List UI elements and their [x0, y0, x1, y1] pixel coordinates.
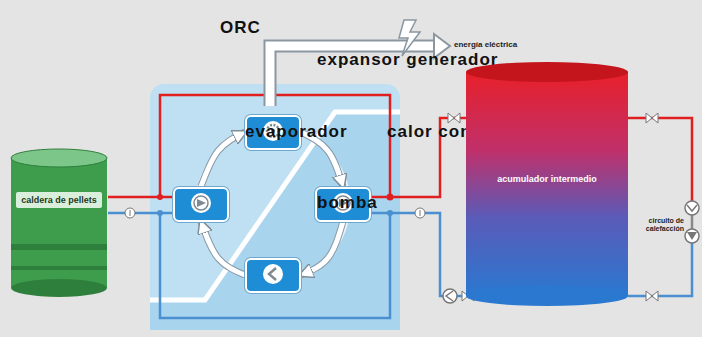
temperature-sensor — [415, 208, 425, 218]
module-title: ORC — [220, 18, 261, 38]
valve-symbol — [646, 113, 658, 123]
component-label: expansor generador — [317, 51, 498, 70]
hot-bypass-pipe — [160, 95, 390, 197]
arrow-outline — [201, 222, 245, 276]
output-label: energía eléctrica — [454, 40, 564, 49]
component-label: acumulador intermedio — [480, 174, 614, 185]
cycle-arrow — [301, 222, 343, 276]
heating-return-pipe — [628, 243, 692, 296]
cold-bypass-pipe — [160, 213, 390, 318]
panel-stripe — [150, 112, 400, 300]
heating-pipe — [691, 215, 694, 229]
arrow-outline — [201, 132, 245, 187]
valve-symbol — [448, 113, 460, 123]
boiler-cylinder: caldera de pellets — [10, 148, 108, 298]
heating-supply-pipe — [628, 118, 692, 201]
arrow-outline — [301, 222, 343, 276]
buffer-tank: acumulador intermedio — [466, 62, 628, 306]
pipe — [371, 213, 466, 296]
component-icon — [262, 263, 284, 285]
pipe — [108, 196, 173, 199]
component-label: bomba — [317, 194, 378, 213]
circuit-label: circuito de calefacción — [636, 217, 684, 233]
cycle-arrow — [201, 222, 245, 276]
orc-panel — [150, 84, 400, 330]
valve-symbol — [646, 291, 658, 301]
junction-dot — [157, 210, 163, 216]
pipe — [108, 212, 173, 215]
junction-dot — [387, 194, 394, 201]
valve-symbol — [685, 229, 699, 243]
evaporator-box: evaporador — [173, 187, 229, 222]
junction-dot — [157, 194, 163, 200]
panel-shade — [150, 112, 400, 330]
pump-symbol — [443, 289, 457, 303]
component-label: evaporador — [245, 123, 348, 142]
junction-dot — [387, 210, 393, 216]
cycle-arrow — [201, 132, 245, 187]
pump-box: bomba — [245, 258, 301, 293]
component-icon — [190, 192, 212, 214]
orc-module: expansor generadorevaporadorcalor conden… — [150, 84, 400, 330]
temperature-sensor — [125, 208, 135, 218]
component-label: caldera de pellets — [16, 192, 102, 208]
boiler-shape — [10, 148, 108, 298]
pump-symbol — [685, 201, 699, 215]
